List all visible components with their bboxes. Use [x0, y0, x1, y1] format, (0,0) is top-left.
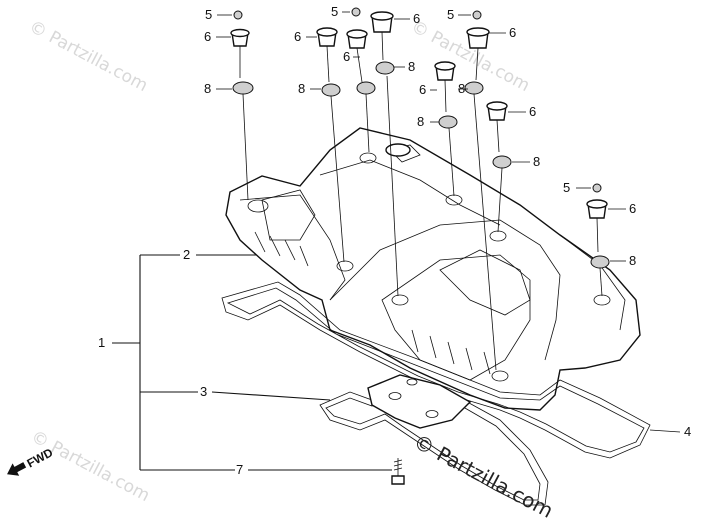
cap-nut-stack-8: [586, 183, 610, 297]
cap-nut-stack-6: [434, 61, 458, 197]
bolt-part-7: [391, 458, 405, 485]
callout-4: 4: [684, 424, 691, 439]
callout-labels: 1 2 3 4 7 5 6 8 6 8 5 6 6 8 5 6 6 8 8 6 …: [98, 4, 691, 477]
callout-8: 8: [298, 81, 305, 96]
callout-7: 7: [236, 462, 243, 477]
callout-3: 3: [200, 384, 207, 399]
leader-lines: [216, 11, 681, 433]
callout-5: 5: [331, 4, 338, 19]
breather-plate-and-gasket: [319, 374, 549, 506]
callout-6: 6: [509, 25, 516, 40]
callout-5: 5: [563, 180, 570, 195]
cap-nut-stack-1: [230, 10, 254, 201]
assembly-bracket: [112, 254, 392, 471]
watermark-top-left: © Partzilla.com: [26, 17, 151, 96]
watermark-bottom-left: © Partzilla.com: [28, 427, 153, 506]
callout-6: 6: [294, 29, 301, 44]
callout-6: 6: [629, 201, 636, 216]
callout-8: 8: [458, 81, 465, 96]
callout-2: 2: [183, 247, 190, 262]
callout-8: 8: [533, 154, 540, 169]
cylinder-head-cover: [225, 127, 641, 411]
fwd-arrow-icon: [7, 462, 27, 476]
cap-nut-stack-3: [346, 7, 376, 153]
copyright-text: © Partzilla.com: [410, 429, 558, 523]
cap-nut-stack-7: [486, 101, 512, 233]
cover-gasket: [221, 281, 651, 459]
callout-8: 8: [417, 114, 424, 129]
callout-1: 1: [98, 335, 105, 350]
callout-6: 6: [419, 82, 426, 97]
callout-6: 6: [529, 104, 536, 119]
callout-6: 6: [204, 29, 211, 44]
cap-nut-stack-5: [464, 10, 497, 371]
callout-6: 6: [343, 49, 350, 64]
callout-5: 5: [205, 7, 212, 22]
cap-nut-stack-4: [370, 11, 399, 297]
forward-indicator: FWD: [7, 445, 56, 476]
callout-8: 8: [629, 253, 636, 268]
callout-8: 8: [408, 59, 415, 74]
cap-nut-stack-2: [316, 27, 345, 263]
callout-8: 8: [204, 81, 211, 96]
callout-5: 5: [447, 7, 454, 22]
callout-6: 6: [413, 11, 420, 26]
